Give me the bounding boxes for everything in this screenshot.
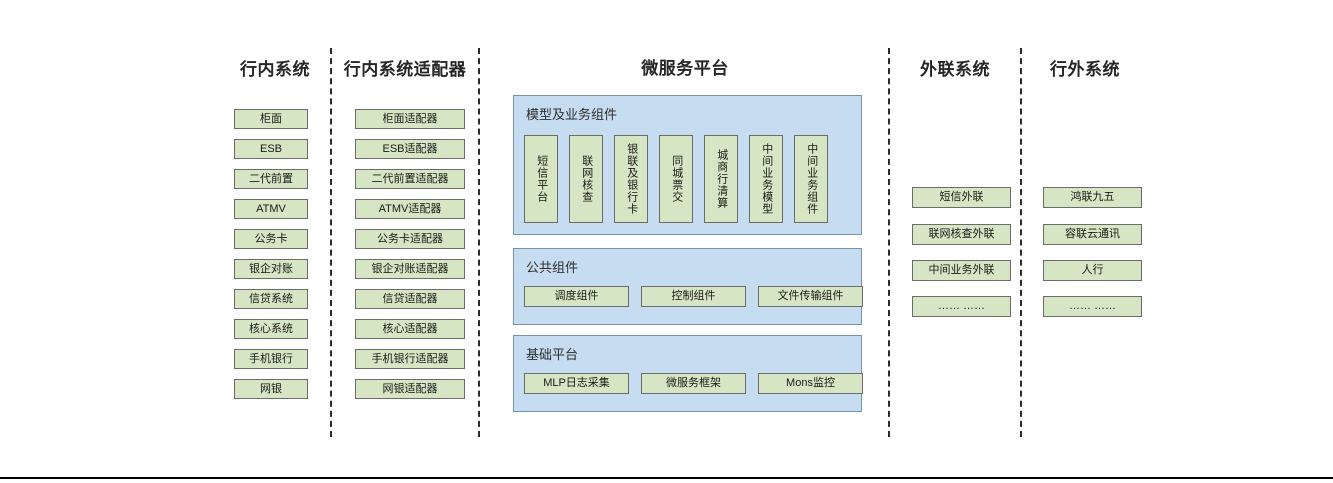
column-divider-2: [478, 48, 480, 437]
node-internal-system[interactable]: 核心系统: [234, 319, 308, 339]
node-external-link-system[interactable]: 联网核查外联: [912, 224, 1011, 245]
node-public-component[interactable]: 控制组件: [641, 286, 746, 307]
node-base-platform-component[interactable]: MLP日志采集: [524, 373, 629, 394]
column-title-external-link-systems: 外联系统: [920, 60, 990, 79]
node-internal-system[interactable]: 网银: [234, 379, 308, 399]
panel-title-public-components: 公共组件: [526, 260, 579, 275]
node-internal-adapter[interactable]: 公务卡适配器: [355, 229, 465, 249]
node-internal-system[interactable]: 信贷系统: [234, 289, 308, 309]
node-internal-adapter[interactable]: 柜面适配器: [355, 109, 465, 129]
panel-title-model-business-components: 模型及业务组件: [526, 107, 618, 122]
node-model-component[interactable]: 银联及银行卡: [614, 135, 648, 223]
column-title-outside-bank-systems: 行外系统: [1050, 60, 1120, 79]
node-internal-system[interactable]: 柜面: [234, 109, 308, 129]
node-model-component[interactable]: 短信平台: [524, 135, 558, 223]
column-title-internal-systems: 行内系统: [240, 60, 310, 79]
node-internal-system[interactable]: 二代前置: [234, 169, 308, 189]
node-outside-bank-system[interactable]: 人行: [1043, 260, 1142, 281]
node-external-link-system-more[interactable]: …… ……: [912, 296, 1011, 317]
node-internal-system[interactable]: 公务卡: [234, 229, 308, 249]
node-outside-bank-system[interactable]: 鸿联九五: [1043, 187, 1142, 208]
column-title-internal-adapters: 行内系统适配器: [343, 60, 467, 79]
node-internal-adapter[interactable]: 网银适配器: [355, 379, 465, 399]
node-external-link-system[interactable]: 短信外联: [912, 187, 1011, 208]
node-internal-adapter[interactable]: 手机银行适配器: [355, 349, 465, 369]
node-model-component[interactable]: 同城票交: [659, 135, 693, 223]
node-internal-adapter[interactable]: ESB适配器: [355, 139, 465, 159]
node-public-component[interactable]: 文件传输组件: [758, 286, 863, 307]
node-base-platform-component[interactable]: 微服务框架: [641, 373, 746, 394]
node-outside-bank-system[interactable]: 容联云通讯: [1043, 224, 1142, 245]
column-title-microservice-platform: 微服务平台: [641, 59, 729, 78]
column-divider-4: [1020, 48, 1022, 437]
node-public-component[interactable]: 调度组件: [524, 286, 629, 307]
column-divider-3: [888, 48, 890, 437]
node-internal-adapter[interactable]: 信贷适配器: [355, 289, 465, 309]
node-model-component[interactable]: 城商行清算: [704, 135, 738, 223]
column-divider-1: [330, 48, 332, 437]
node-external-link-system[interactable]: 中间业务外联: [912, 260, 1011, 281]
node-internal-adapter[interactable]: 银企对账适配器: [355, 259, 465, 279]
node-internal-adapter[interactable]: 核心适配器: [355, 319, 465, 339]
node-internal-adapter[interactable]: ATMV适配器: [355, 199, 465, 219]
node-outside-bank-system-more[interactable]: …… ……: [1043, 296, 1142, 317]
panel-title-base-platform: 基础平台: [526, 347, 579, 362]
node-internal-system[interactable]: 银企对账: [234, 259, 308, 279]
node-model-component[interactable]: 中间业务组件: [794, 135, 828, 223]
node-internal-adapter[interactable]: 二代前置适配器: [355, 169, 465, 189]
node-internal-system[interactable]: 手机银行: [234, 349, 308, 369]
bottom-rule: [0, 477, 1333, 479]
node-model-component[interactable]: 中间业务模型: [749, 135, 783, 223]
node-internal-system[interactable]: ESB: [234, 139, 308, 159]
node-internal-system[interactable]: ATMV: [234, 199, 308, 219]
node-base-platform-component[interactable]: Mons监控: [758, 373, 863, 394]
node-model-component[interactable]: 联网核查: [569, 135, 603, 223]
